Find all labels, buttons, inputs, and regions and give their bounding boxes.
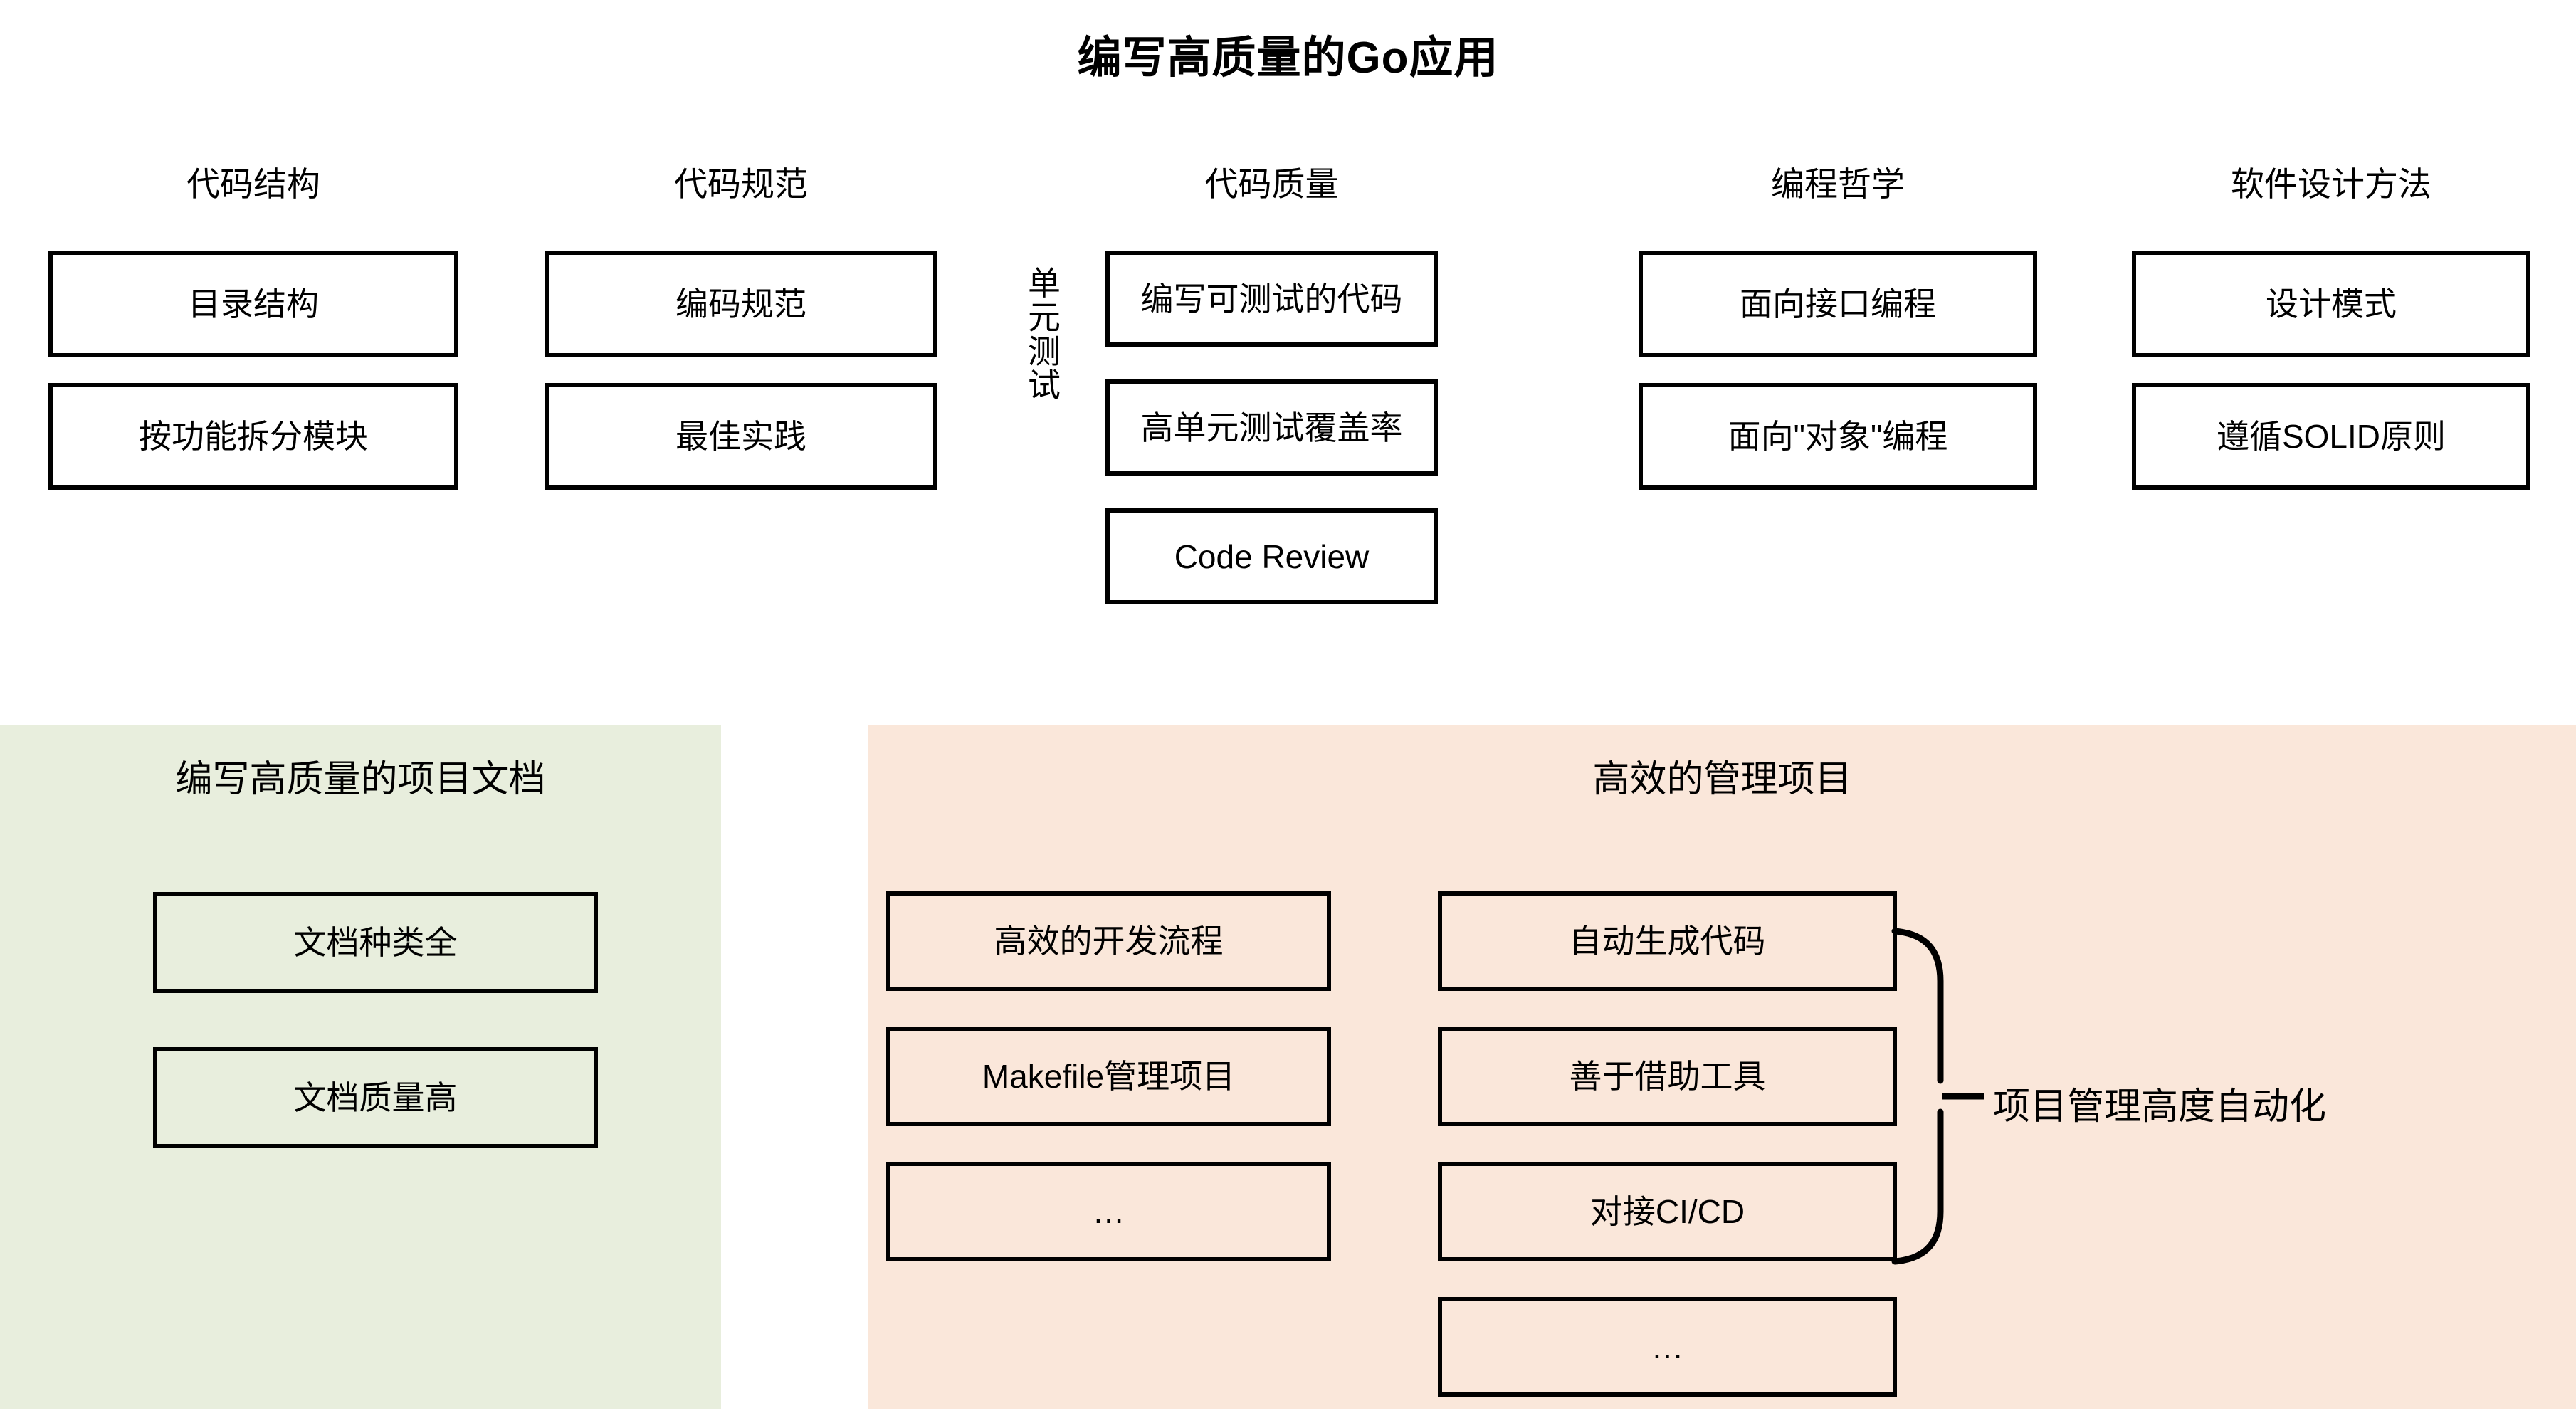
node-auto-generate-code[interactable]: 自动生成代码	[1438, 891, 1897, 991]
node-makefile-project-management[interactable]: Makefile管理项目	[886, 1027, 1331, 1126]
brace-label-project-management-automation: 项目管理高度自动化	[1993, 1086, 2327, 1128]
column-header-programming-philosophy: 编程哲学	[1771, 165, 1905, 203]
node-coding-convention[interactable]: 编码规范	[545, 251, 937, 357]
node-good-at-using-tools[interactable]: 善于借助工具	[1438, 1027, 1897, 1126]
node-design-patterns[interactable]: 设计模式	[2132, 251, 2530, 357]
column-header-software-design-method: 软件设计方法	[2231, 165, 2432, 203]
node-best-practice[interactable]: 最佳实践	[545, 383, 937, 490]
node-interface-oriented-programming[interactable]: 面向接口编程	[1639, 251, 2037, 357]
brace-icon	[1886, 918, 2029, 1274]
page-title: 编写高质量的Go应用	[1077, 33, 1499, 83]
node-directory-structure[interactable]: 目录结构	[48, 251, 458, 357]
column-header-code-convention: 代码规范	[674, 165, 808, 203]
node-split-modules-by-function[interactable]: 按功能拆分模块	[48, 383, 458, 490]
node-object-oriented-programming[interactable]: 面向"对象"编程	[1639, 383, 2037, 490]
node-high-doc-quality[interactable]: 文档质量高	[153, 1047, 598, 1148]
node-complete-doc-types[interactable]: 文档种类全	[153, 892, 598, 993]
column-header-code-quality: 代码质量	[1204, 165, 1339, 203]
node-follow-solid-principles[interactable]: 遵循SOLID原则	[2132, 383, 2530, 490]
node-efficient-dev-workflow[interactable]: 高效的开发流程	[886, 891, 1331, 991]
node-write-testable-code[interactable]: 编写可测试的代码	[1105, 251, 1438, 347]
node-more-dev-workflow-items[interactable]: …	[886, 1162, 1331, 1261]
node-integrate-ci-cd[interactable]: 对接CI/CD	[1438, 1162, 1897, 1261]
column-header-code-structure: 代码结构	[186, 165, 320, 203]
panel-project-documentation	[0, 725, 721, 1409]
node-code-review[interactable]: Code Review	[1105, 508, 1438, 604]
panel-title-efficient-project-management: 高效的管理项目	[1592, 759, 1852, 800]
panel-title-project-documentation: 编写高质量的项目文档	[175, 759, 546, 800]
node-more-automation-items[interactable]: …	[1438, 1297, 1897, 1397]
node-high-unit-test-coverage[interactable]: 高单元测试覆盖率	[1105, 379, 1438, 476]
side-label-unit-test: 单元测试	[1028, 265, 1061, 404]
panel-efficient-project-management	[868, 725, 2576, 1409]
